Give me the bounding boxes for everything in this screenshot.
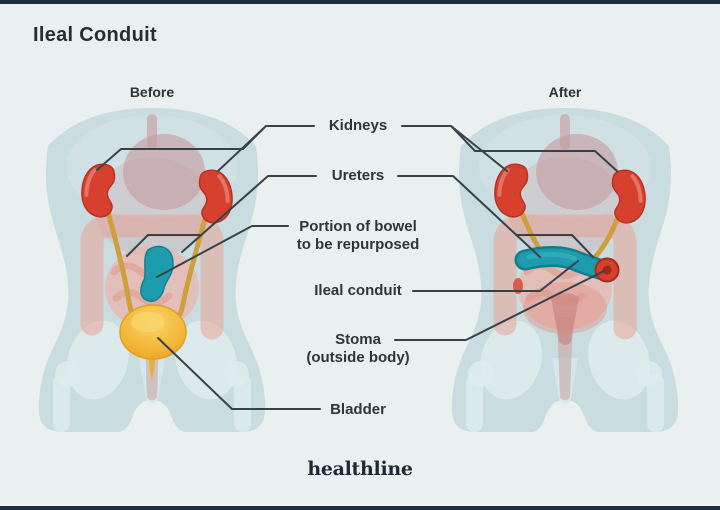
top-edge-bar: [0, 0, 720, 4]
leader-kidneys-left: [96, 125, 315, 172]
after-panel-label: After: [548, 84, 582, 100]
before-body: [38, 108, 266, 432]
healthline-logo: healthline: [307, 458, 413, 480]
leader-stoma: [394, 270, 605, 341]
after-body: [451, 108, 679, 432]
ileal-conduit-organ: [514, 246, 614, 281]
leader-ureters-left: [126, 175, 317, 257]
callout-portion-line1: Portion of bowel: [299, 218, 417, 235]
callout-bladder: Bladder: [330, 401, 386, 418]
bladder-organ: [119, 304, 187, 381]
leader-bladder: [157, 337, 321, 410]
bowel-portion: [140, 245, 174, 302]
callout-stoma: Stoma (outside body): [278, 331, 438, 367]
callout-portion-line2: to be repurposed: [296, 236, 420, 253]
leader-lines: [96, 125, 618, 410]
callout-portion-of-bowel: Portion of bowel to be repurposed: [268, 218, 448, 254]
callout-ileal-conduit: Ileal conduit: [314, 282, 402, 299]
leader-kidneys-right: [401, 125, 618, 172]
callout-stoma-line1: Stoma: [335, 331, 381, 348]
callout-ureters: Ureters: [331, 167, 385, 184]
stoma-organ: [594, 257, 620, 283]
page-title: Ileal Conduit: [33, 24, 157, 46]
leader-ileal-conduit: [412, 260, 579, 292]
callout-stoma-line2: (outside body): [306, 349, 410, 366]
callout-kidneys: Kidneys: [328, 117, 388, 134]
bottom-edge-bar: [0, 506, 720, 510]
leader-ureters-right: [397, 175, 594, 258]
leader-portion-of-bowel: [156, 225, 289, 278]
before-panel-label: Before: [129, 84, 175, 100]
